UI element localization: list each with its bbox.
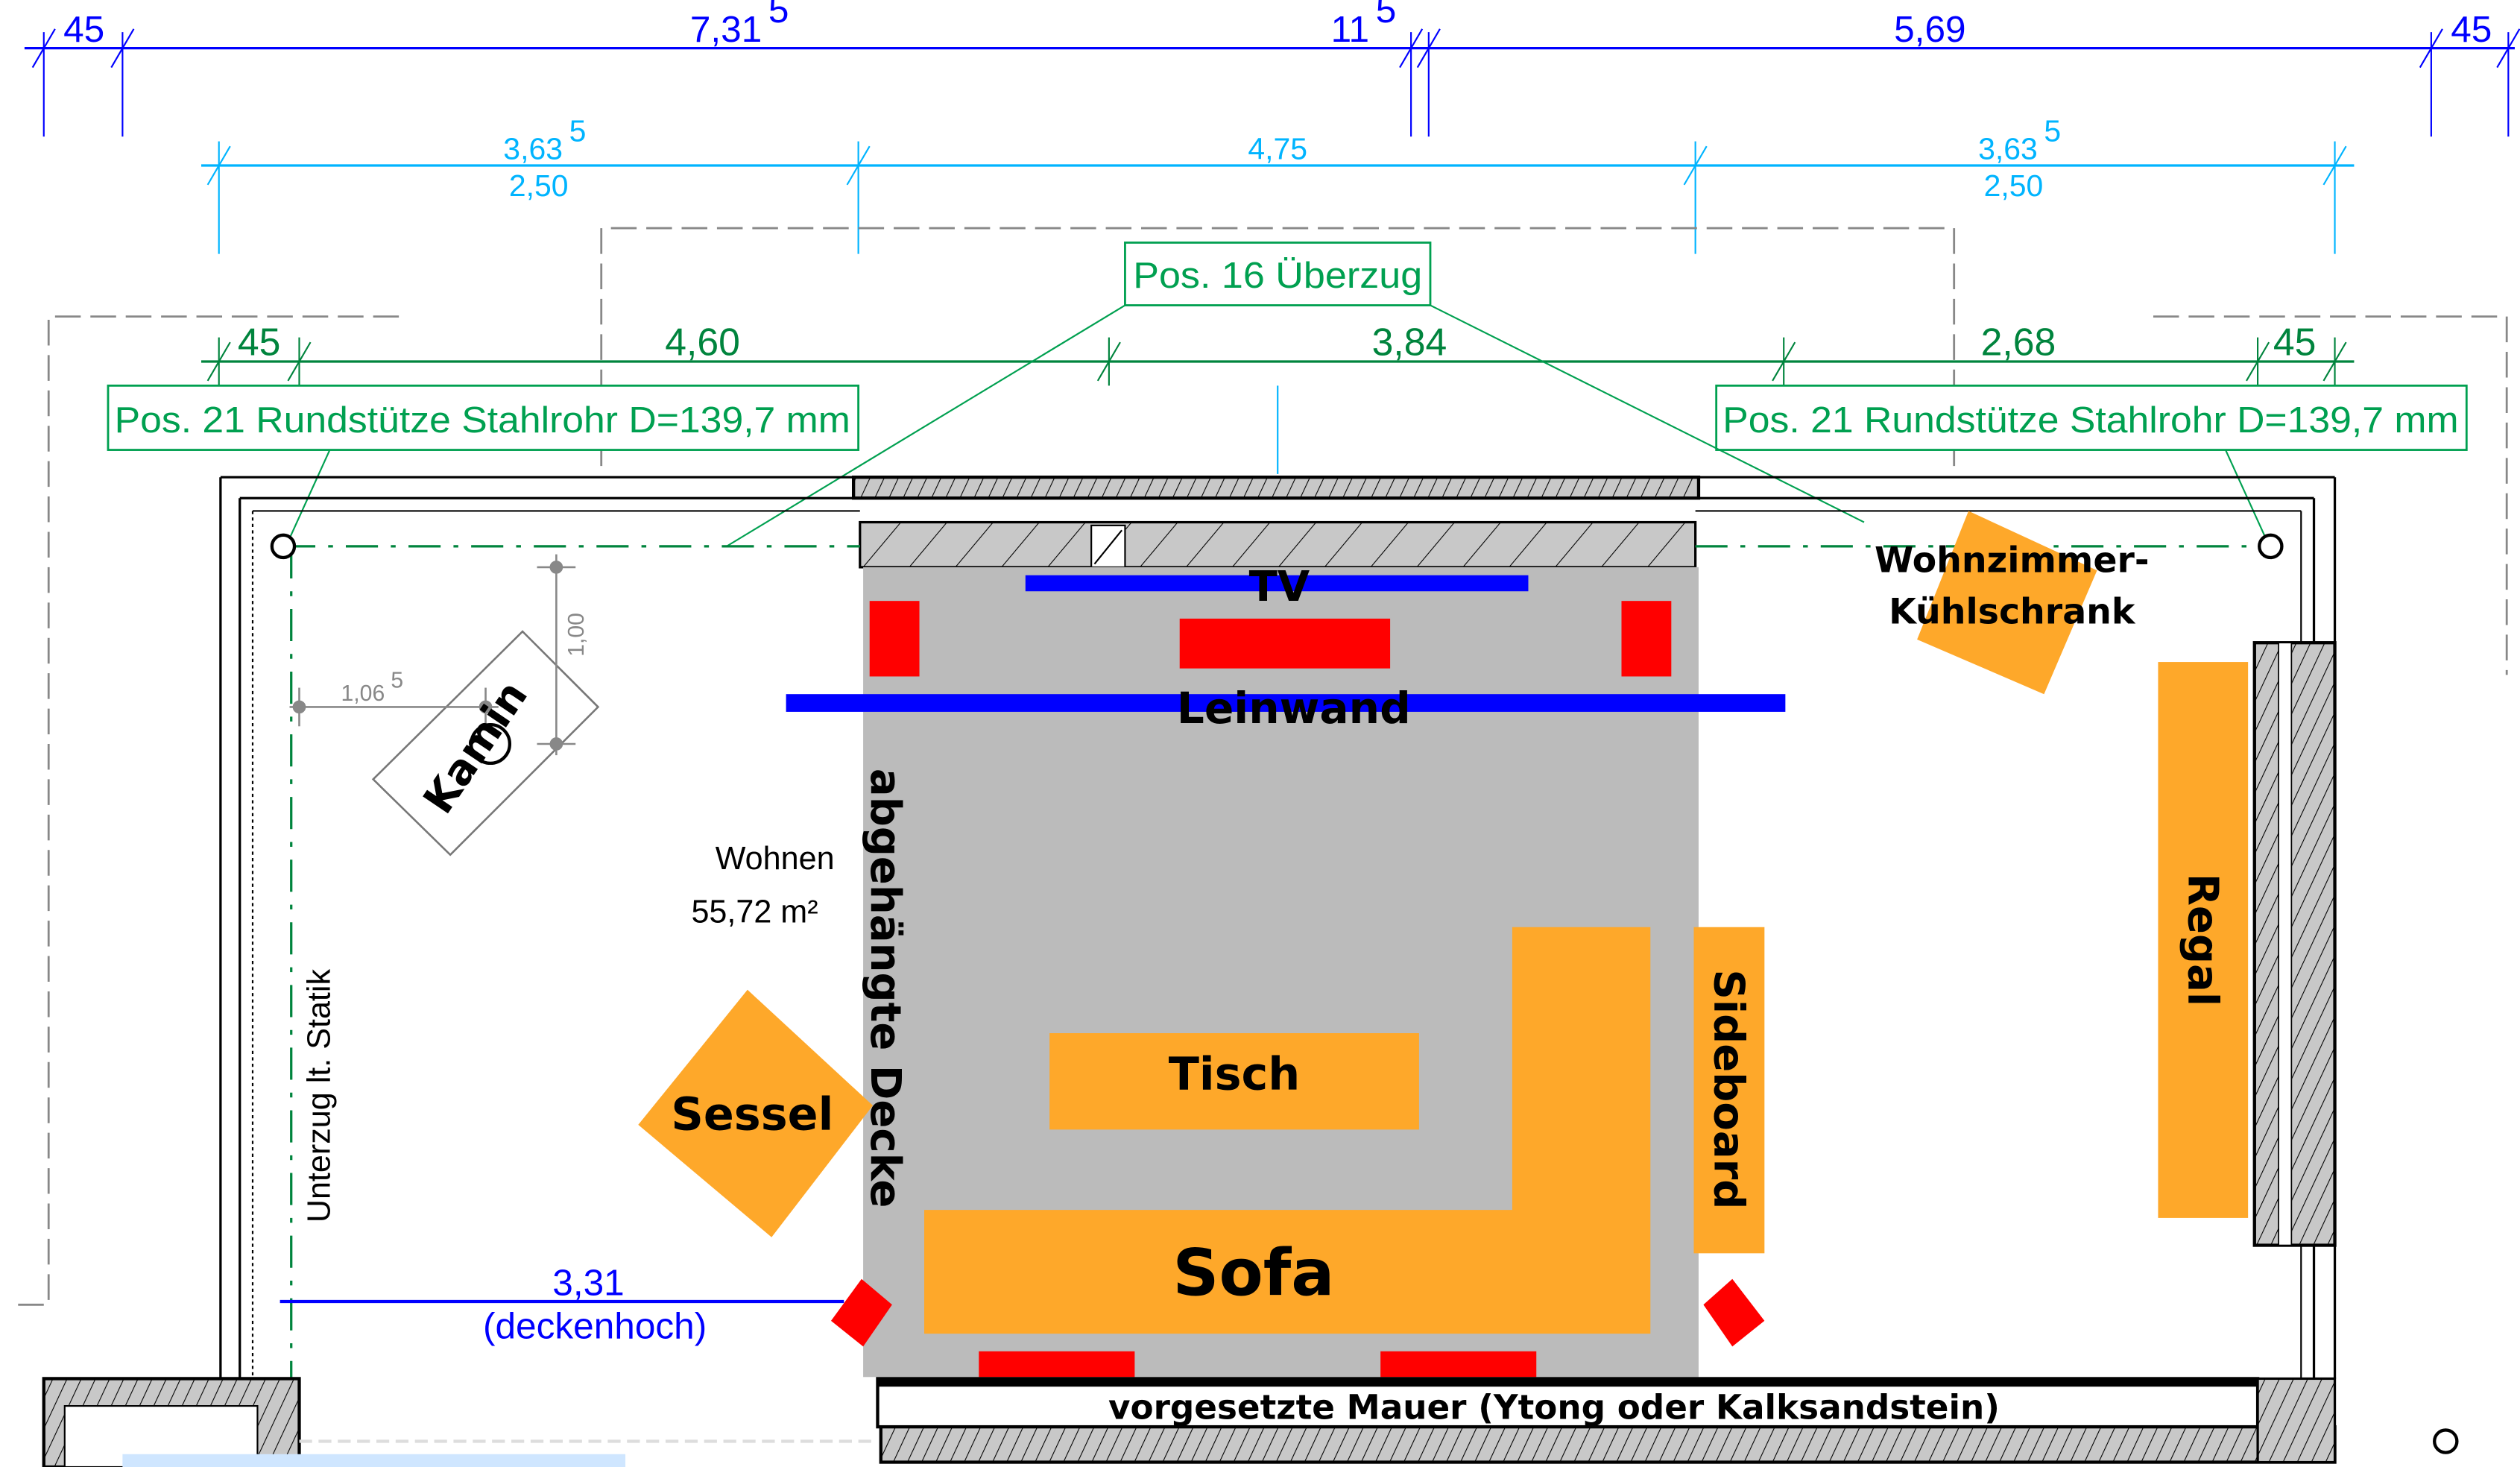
sofa-label: Sofa [1172, 1236, 1334, 1310]
table [1049, 1033, 1419, 1130]
annotation-column-right: Pos. 21 Rundstütze Stahlrohr D=139,7 mm [1715, 384, 2468, 451]
dim-green-2: 4,60 [665, 320, 740, 363]
fridge-label-line2: Kühlschrank [1889, 591, 2136, 632]
tv-label: TV [1249, 563, 1310, 611]
axis-lines [282, 545, 2271, 1467]
dim-axis-left-top: 3,63 [503, 131, 563, 165]
dim-axis-left-sup: 5 [569, 114, 587, 148]
dim-top-2-sup: 5 [768, 0, 789, 31]
column-left-icon [270, 533, 297, 560]
column-bottom-icon [2433, 1428, 2459, 1454]
dim-kamin-vertical: 1,00 [564, 613, 589, 657]
dim-kamin-horizontal-sup: 5 [391, 669, 403, 693]
dim-green-3: 3,84 [1372, 320, 1447, 363]
dim-axis-right-bottom: 2,50 [1984, 168, 2044, 203]
fridge-label-line1: Wohnzimmer- [1875, 540, 2150, 581]
speaker-front-right [1621, 601, 1672, 677]
dim-top-3-sup: 5 [1376, 0, 1397, 31]
dim-green-5: 45 [2273, 320, 2317, 363]
dim-top-1: 45 [63, 8, 104, 50]
room-name: Wohnen [716, 841, 835, 877]
dim-top-5: 45 [2451, 8, 2492, 50]
dimension-chain-axes [201, 141, 2355, 254]
column-right-label: Pos. 21 Rundstütze Stahlrohr D=139,7 mm [1722, 399, 2458, 441]
sofa [923, 927, 1651, 1334]
right-wall-hatched [2252, 641, 2337, 1247]
dim-axis-right-sup: 5 [2044, 114, 2061, 148]
dim-ceiling-width: 3,31 [552, 1261, 624, 1303]
wall-corner-right [2256, 1377, 2337, 1464]
beam-top [851, 476, 1701, 500]
dim-top-2: 7,31 [690, 8, 762, 50]
speaker-rear-right [1380, 1351, 1537, 1378]
dashed-outlines [8, 227, 2508, 1306]
leader-lines [288, 304, 2267, 547]
screen-label: Leinwand [1177, 683, 1411, 734]
speaker-rear-left [979, 1351, 1135, 1378]
dim-ceiling-note: (deckenhoch) [483, 1305, 707, 1347]
ueberzug-label: Pos. 16 Überzug [1133, 254, 1422, 296]
fireplace: 1,06 5 1,00 Kamin [289, 554, 600, 856]
fireplace-dimensions [289, 554, 576, 756]
shelf [2158, 662, 2249, 1218]
dim-kamin-horizontal: 1,06 [341, 681, 385, 706]
right-wall-core [2278, 642, 2293, 1246]
speaker-side-left [830, 1278, 892, 1347]
speaker-front-left [869, 601, 920, 677]
dim-axis-right-top: 3,63 [1978, 131, 2038, 165]
dim-top-3: 11 [1331, 8, 1369, 50]
shelf-label: Regal [2178, 874, 2226, 1006]
column-right-icon [2258, 533, 2284, 560]
dimension-chain-green [201, 337, 2355, 386]
annotation-ueberzug: Pos. 16 Überzug [1124, 242, 1432, 306]
ceiling-label: abgehängte Decke [861, 769, 909, 1208]
window-left [122, 1454, 626, 1467]
outer-wall-bottom [879, 1425, 2337, 1464]
armchair [638, 989, 874, 1237]
dim-axis-left-bottom: 2,50 [509, 168, 569, 203]
dim-green-4: 2,68 [1981, 320, 2056, 363]
room-area: 55,72 m² [691, 894, 818, 930]
fireplace-symbol-icon [469, 722, 512, 766]
dim-axis-middle: 4,75 [1248, 131, 1307, 165]
projection-screen [786, 694, 1786, 712]
dim-green-1: 45 [238, 320, 281, 363]
dim-top-4: 5,69 [1894, 8, 1965, 50]
sideboard-label: Sideboard [1705, 970, 1753, 1210]
table-label: Tisch [1169, 1048, 1301, 1100]
dimension-chain-top [24, 28, 2520, 137]
column-left-label: Pos. 21 Rundstütze Stahlrohr D=139,7 mm [115, 399, 850, 441]
front-wall-label: vorgesetzte Mauer (Ytong oder Kalksandst… [1108, 1387, 2000, 1427]
tv-bar [1025, 575, 1529, 592]
speaker-center [1179, 618, 1391, 669]
front-wall-edge [877, 1378, 2258, 1387]
fridge [1917, 511, 2097, 695]
speaker-side-right [1703, 1278, 1765, 1347]
unterzug-label: Unterzug lt. Statik [301, 969, 337, 1223]
beam-ueberzug [859, 520, 1697, 569]
pillar-hatch [1093, 529, 1122, 565]
armchair-label: Sessel [671, 1088, 833, 1141]
annotation-column-left: Pos. 21 Rundstütze Stahlrohr D=139,7 mm [107, 384, 860, 451]
sideboard [1693, 927, 1765, 1254]
